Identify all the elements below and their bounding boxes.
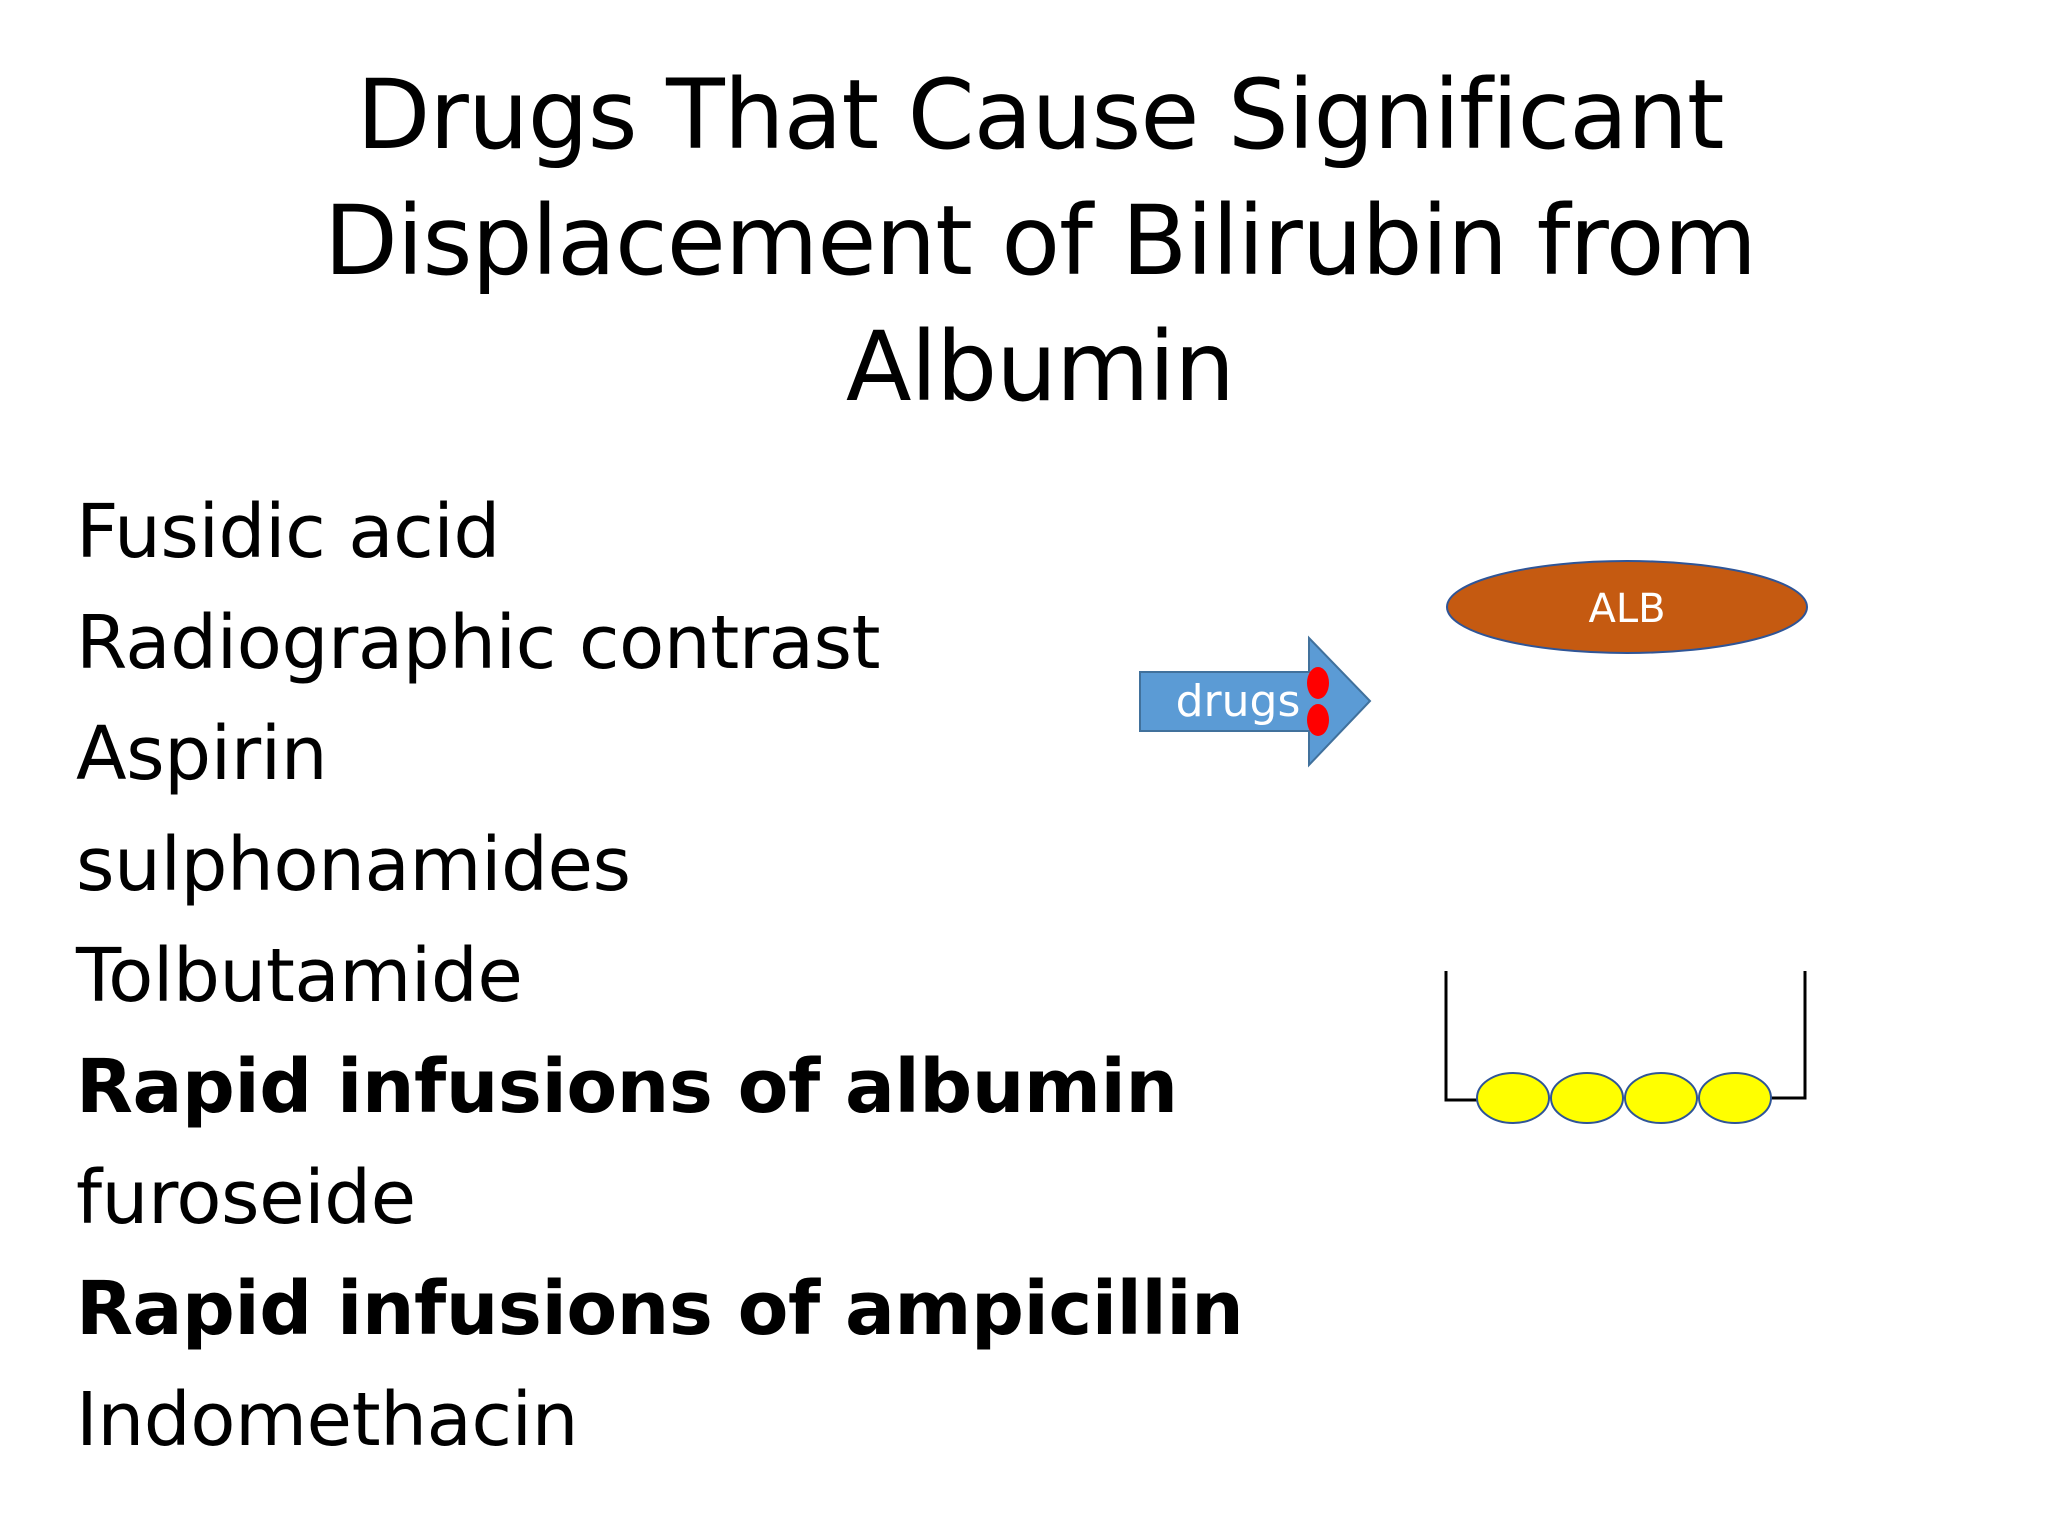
albumin-molecule: ALB — [1446, 560, 1808, 654]
drug-item-emphasized: Rapid infusions of ampicillin — [76, 1266, 1244, 1352]
drug-item: Fusidic acid — [76, 489, 500, 575]
drug-item: Indomethacin — [76, 1377, 579, 1463]
albumin-ellipse — [1446, 560, 1808, 654]
drug-item: Aspirin — [76, 711, 328, 797]
bilirubin-molecule — [1550, 1072, 1624, 1124]
container-left-wall — [1444, 971, 1490, 1102]
drug-item: Tolbutamide — [76, 933, 523, 1019]
bilirubin-molecule — [1698, 1072, 1772, 1124]
title-line-1: Drugs That Cause Significant — [356, 59, 1724, 171]
title-line-3: Albumin — [845, 311, 1235, 423]
title-line-2: Displacement of Bilirubin from — [323, 185, 1757, 297]
drug-item: Radiographic contrast — [76, 600, 881, 686]
bilirubin-molecule — [1476, 1072, 1550, 1124]
drug-item: sulphonamides — [76, 822, 631, 908]
container-right-wall — [1765, 971, 1807, 1100]
drug-molecule-dot — [1307, 667, 1329, 699]
drug-item: furoseide — [76, 1155, 416, 1241]
drug-item-emphasized: Rapid infusions of albumin — [76, 1044, 1178, 1130]
albumin-label: ALB — [1588, 586, 1665, 632]
drug-list: Fusidic acid Radiographic contrast Aspir… — [76, 477, 1244, 1476]
bilirubin-container — [1444, 971, 1807, 1124]
drug-molecule-dot — [1307, 704, 1329, 736]
bilirubin-molecule — [1624, 1072, 1698, 1124]
slide-title: Drugs That Cause Significant Displacemen… — [200, 52, 1880, 430]
